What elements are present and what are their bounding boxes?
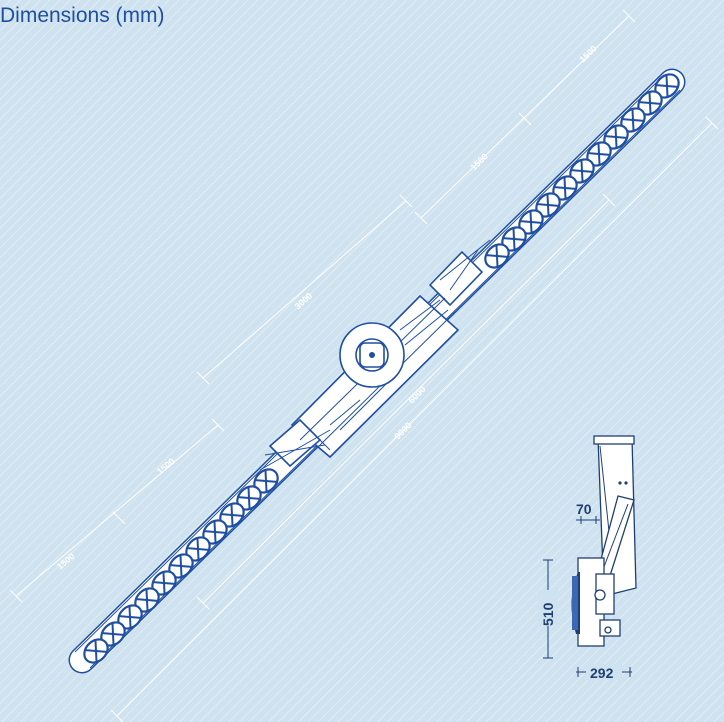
dim-line-top-upper [420,15,630,219]
side-view [571,435,637,647]
suction-cups-upper [484,73,680,269]
side-dim-510: 510 [538,559,558,659]
dim-label-top-right: 1500 [577,43,598,64]
side-dim-292: 292 [576,664,632,681]
dimension-lines [9,9,719,722]
side-dim-70: 70 [576,501,600,524]
side-dim-70-label: 70 [576,501,592,517]
dim-line-9000 [116,122,713,717]
side-dim-292-label: 292 [590,665,614,681]
dim-label-center: 3000 [293,291,315,312]
suction-cups-lower [83,468,279,664]
dim-label-bottom-right: 1500 [155,456,177,477]
dim-line-6000 [202,199,610,604]
side-dim-510-label: 510 [540,602,556,626]
page-title: Dimensions (mm) [0,4,165,27]
dim-label-bottom-left: 1500 [55,551,77,572]
center-frame [259,239,491,471]
dim-line-center [202,200,407,379]
dim-label-6000: 6000 [406,384,427,405]
dimension-labels: 1500 1500 3000 1500 1500 6000 9000 [55,43,599,571]
dim-line-bottom-lower [15,424,219,597]
